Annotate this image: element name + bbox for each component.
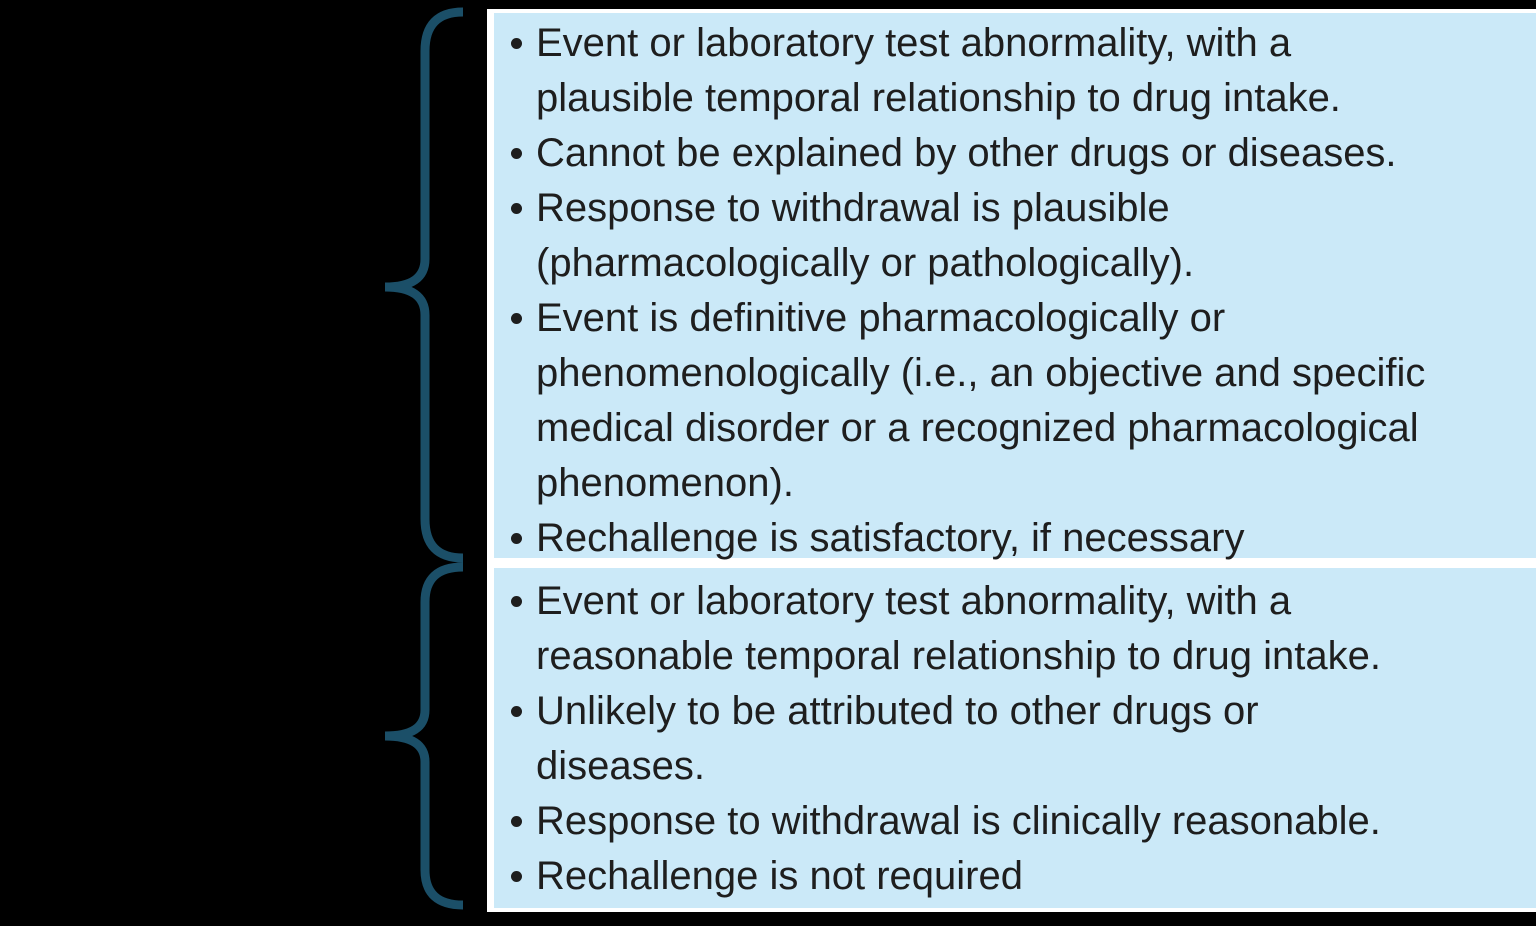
bottom-bullet-list: Event or laboratory test abnormality, wi… — [494, 574, 1536, 904]
top-bullet-list: Event or laboratory test abnormality, wi… — [494, 16, 1536, 566]
bullet-item: Event or laboratory test abnormality, wi… — [511, 16, 1436, 126]
bullet-item: Cannot be explained by other drugs or di… — [511, 126, 1436, 181]
top-curly-brace-path — [384, 7, 464, 563]
bottom-curly-brace-icon — [377, 562, 467, 910]
bullet-item: Event is definitive pharmacologically or… — [511, 291, 1436, 511]
criteria-panel: Event or laboratory test abnormality, wi… — [487, 9, 1536, 912]
bullet-item: Unlikely to be attributed to other drugs… — [511, 684, 1436, 794]
top-criteria-box: Event or laboratory test abnormality, wi… — [494, 13, 1536, 560]
bullet-item: Response to withdrawal is clinically rea… — [511, 794, 1436, 849]
bottom-criteria-box: Event or laboratory test abnormality, wi… — [494, 568, 1536, 908]
bottom-curly-brace-path — [384, 562, 464, 910]
top-curly-brace-icon — [377, 7, 467, 563]
bullet-item: Response to withdrawal is plausible (pha… — [511, 181, 1436, 291]
bullet-item: Rechallenge is not required — [511, 849, 1436, 904]
bullet-item: Event or laboratory test abnormality, wi… — [511, 574, 1436, 684]
bullet-item: Rechallenge is satisfactory, if necessar… — [511, 511, 1436, 566]
